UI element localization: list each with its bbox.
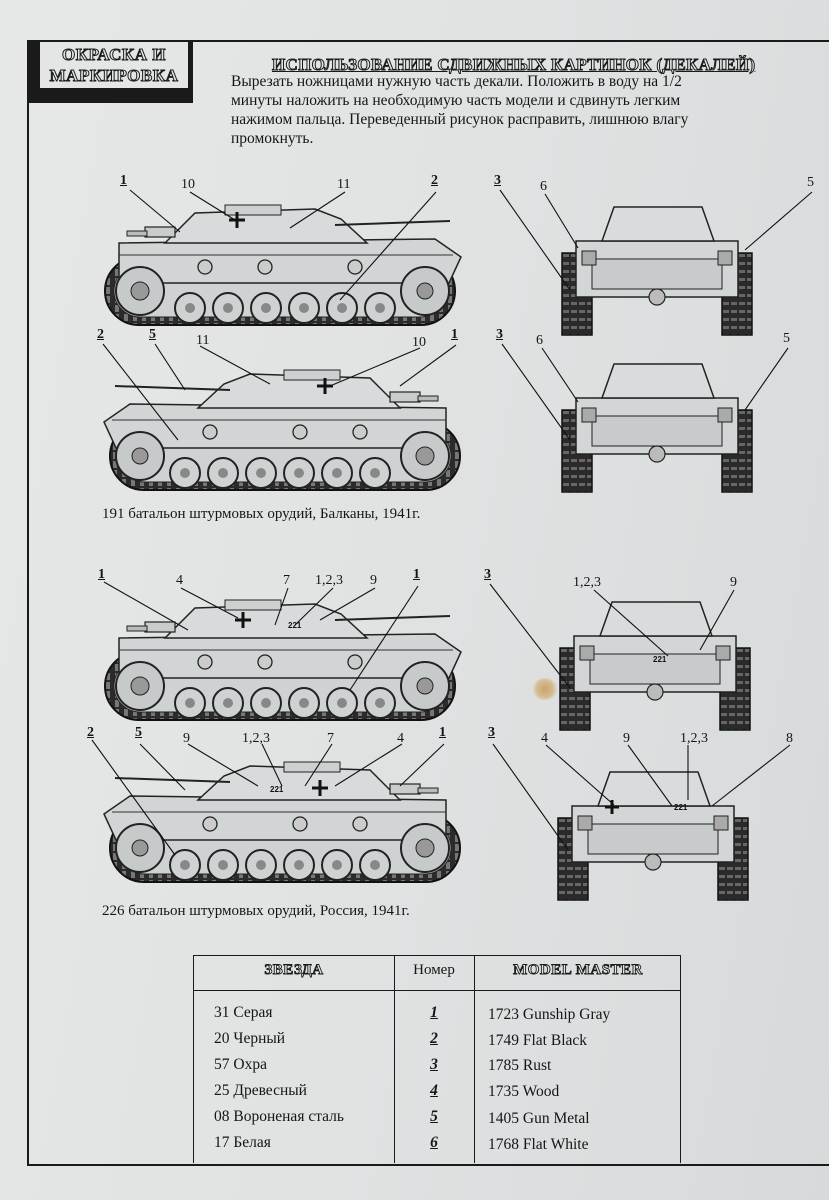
callout-label: 3 xyxy=(488,725,495,740)
callout-label: 1,2,3 xyxy=(573,575,601,590)
vehicle-1-rear-view xyxy=(561,206,753,336)
callout-label: 3 xyxy=(494,173,501,188)
vehicle-2-rear-view xyxy=(557,771,749,901)
callout-label: 11 xyxy=(337,177,351,192)
callout-label: 4 xyxy=(176,573,183,588)
paint-model-master: 1785 Rust xyxy=(488,1057,552,1074)
callout-label: 1 xyxy=(439,725,446,740)
paint-model-master: 1768 Flat White xyxy=(488,1136,589,1153)
callout-label: 5 xyxy=(149,327,156,342)
vehicle-2-side-marking: 221 xyxy=(288,621,302,630)
callout-label: 7 xyxy=(327,731,334,746)
page-frame xyxy=(27,40,829,1166)
vehicle-2-front-view xyxy=(559,601,751,731)
callout-label: 9 xyxy=(183,731,190,746)
callout-label: 1,2,3 xyxy=(315,573,343,588)
callout-label: 9 xyxy=(623,731,630,746)
section-title-line-2: МАРКИРОВКА xyxy=(49,66,179,86)
callout-label: 1 xyxy=(413,567,420,582)
callout-label: 5 xyxy=(135,725,142,740)
decal-instructions-title: ИСПОЛЬЗОВАНИЕ СДВИЖНЫХ КАРТИНОК (ДЕКАЛЕЙ… xyxy=(272,55,756,75)
callout-label: 1 xyxy=(451,327,458,342)
callout-label: 3 xyxy=(484,567,491,582)
callout-label: 9 xyxy=(370,573,377,588)
callout-label: 4 xyxy=(541,731,548,746)
vehicle-2-rear-marking: 221 xyxy=(674,803,688,812)
callout-label: 10 xyxy=(412,335,426,350)
callout-label: 1 xyxy=(98,567,105,582)
paint-model-master: 1405 Gun Metal xyxy=(488,1110,590,1127)
callout-label: 10 xyxy=(181,177,195,192)
callout-label: 8 xyxy=(786,731,793,746)
vehicle-1-right-side xyxy=(103,369,461,491)
paint-model-master: 1735 Wood xyxy=(488,1083,560,1100)
paint-model-master: 1723 Gunship Gray xyxy=(488,1006,611,1023)
paint-number: 4 xyxy=(430,1082,438,1099)
callout-label: 7 xyxy=(283,573,290,588)
vehicle-1-left-side xyxy=(104,204,462,326)
paint-zvezda: 20 Черный xyxy=(214,1030,286,1047)
callout-label: 2 xyxy=(97,327,104,342)
paint-number: 3 xyxy=(430,1056,438,1073)
callout-label: 11 xyxy=(196,333,210,348)
paint-table-header-number: Номер xyxy=(413,962,455,978)
paint-zvezda: 31 Серая xyxy=(214,1004,273,1021)
callout-label: 5 xyxy=(783,331,790,346)
vehicle-2-front-marking: 221 xyxy=(653,655,667,664)
paint-zvezda: 08 Вороненая сталь xyxy=(214,1108,344,1125)
section-title: ОКРАСКА И МАРКИРОВКА xyxy=(38,40,190,90)
paint-number: 5 xyxy=(430,1108,438,1125)
paper-stain xyxy=(532,678,558,700)
callout-label: 6 xyxy=(540,179,547,194)
paint-table-header-model-master: MODEL MASTER xyxy=(513,962,643,979)
callout-label: 6 xyxy=(536,333,543,348)
paint-zvezda: 17 Белая xyxy=(214,1134,271,1151)
paint-table: ЗВЕЗДА Номер MODEL MASTER 31 Серая 1 172… xyxy=(193,955,681,1163)
callout-label: 3 xyxy=(496,327,503,342)
callout-label: 9 xyxy=(730,575,737,590)
callout-label: 1,2,3 xyxy=(242,731,270,746)
paint-number: 6 xyxy=(430,1134,438,1151)
callout-label: 1 xyxy=(120,173,127,188)
vehicle-2-right-marking: 221 xyxy=(270,785,284,794)
variant-2-caption: 226 батальон штурмовых орудий, Россия, 1… xyxy=(102,903,410,919)
paint-zvezda: 25 Древесный xyxy=(214,1082,307,1099)
callout-label: 5 xyxy=(807,175,814,190)
callout-label: 2 xyxy=(87,725,94,740)
decal-instructions-text: Вырезать ножницами нужную часть декали. … xyxy=(231,73,689,147)
paint-zvezda: 57 Охра xyxy=(214,1056,267,1073)
paint-number: 1 xyxy=(430,1004,438,1021)
section-title-line-1: ОКРАСКА И xyxy=(61,45,167,65)
paint-number: 2 xyxy=(430,1030,438,1047)
callout-label: 1,2,3 xyxy=(680,731,708,746)
paint-model-master: 1749 Flat Black xyxy=(488,1032,588,1049)
paint-table-header-zvezda: ЗВЕЗДА xyxy=(264,962,324,979)
vehicle-2-left-side xyxy=(104,599,462,721)
variant-1-caption: 191 батальон штурмовых орудий, Балканы, … xyxy=(102,506,421,522)
callout-label: 2 xyxy=(431,173,438,188)
callout-label: 4 xyxy=(397,731,404,746)
vehicle-1-front-view xyxy=(561,363,753,493)
